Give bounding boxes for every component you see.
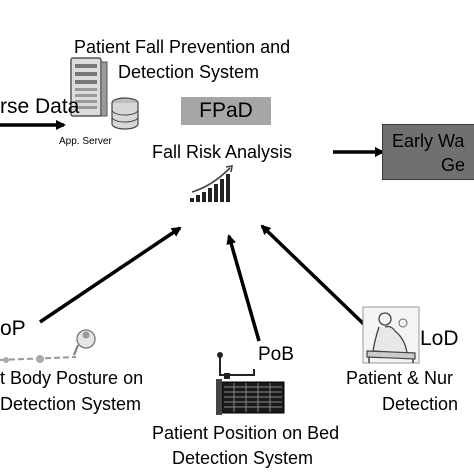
lod-line2: Detection — [382, 394, 459, 414]
pob-line1: Patient Position on Bed — [152, 423, 340, 443]
bar-chart-icon — [190, 165, 233, 202]
pob-arrow — [226, 234, 261, 342]
sensor-icon — [0, 329, 96, 363]
analysis-label: Fall Risk Analysis — [152, 142, 293, 162]
early-warning-line2: Ge — [441, 155, 466, 175]
bed-sensor-icon — [216, 352, 285, 415]
pob-line2: Detection System — [172, 448, 314, 468]
lod-arrow — [260, 224, 374, 334]
system-title-line2: Detection System — [118, 62, 260, 82]
lod-line1: Patient & Nur — [346, 368, 454, 388]
system-title-line1: Patient Fall Prevention and — [74, 37, 291, 57]
early-warning-line1: Early Wa — [392, 131, 465, 151]
database-icon — [111, 97, 139, 130]
acronym-box: FPaD — [181, 97, 271, 125]
lod-code: LoD — [420, 327, 459, 350]
early-warning-box: Early Wa Ge — [382, 124, 474, 180]
server-icon — [70, 57, 108, 117]
pob-code: PoB — [258, 344, 294, 365]
input-data-label: rse Data — [0, 95, 80, 118]
bodypost-arrow — [39, 226, 182, 324]
bodypost-line1: t Body Posture on — [0, 368, 144, 388]
server-label: App. Server — [59, 136, 112, 147]
patient-bed-icon — [362, 306, 420, 364]
bodypost-line2: Detection System — [0, 394, 142, 414]
bodypost-code: oP — [0, 317, 26, 340]
